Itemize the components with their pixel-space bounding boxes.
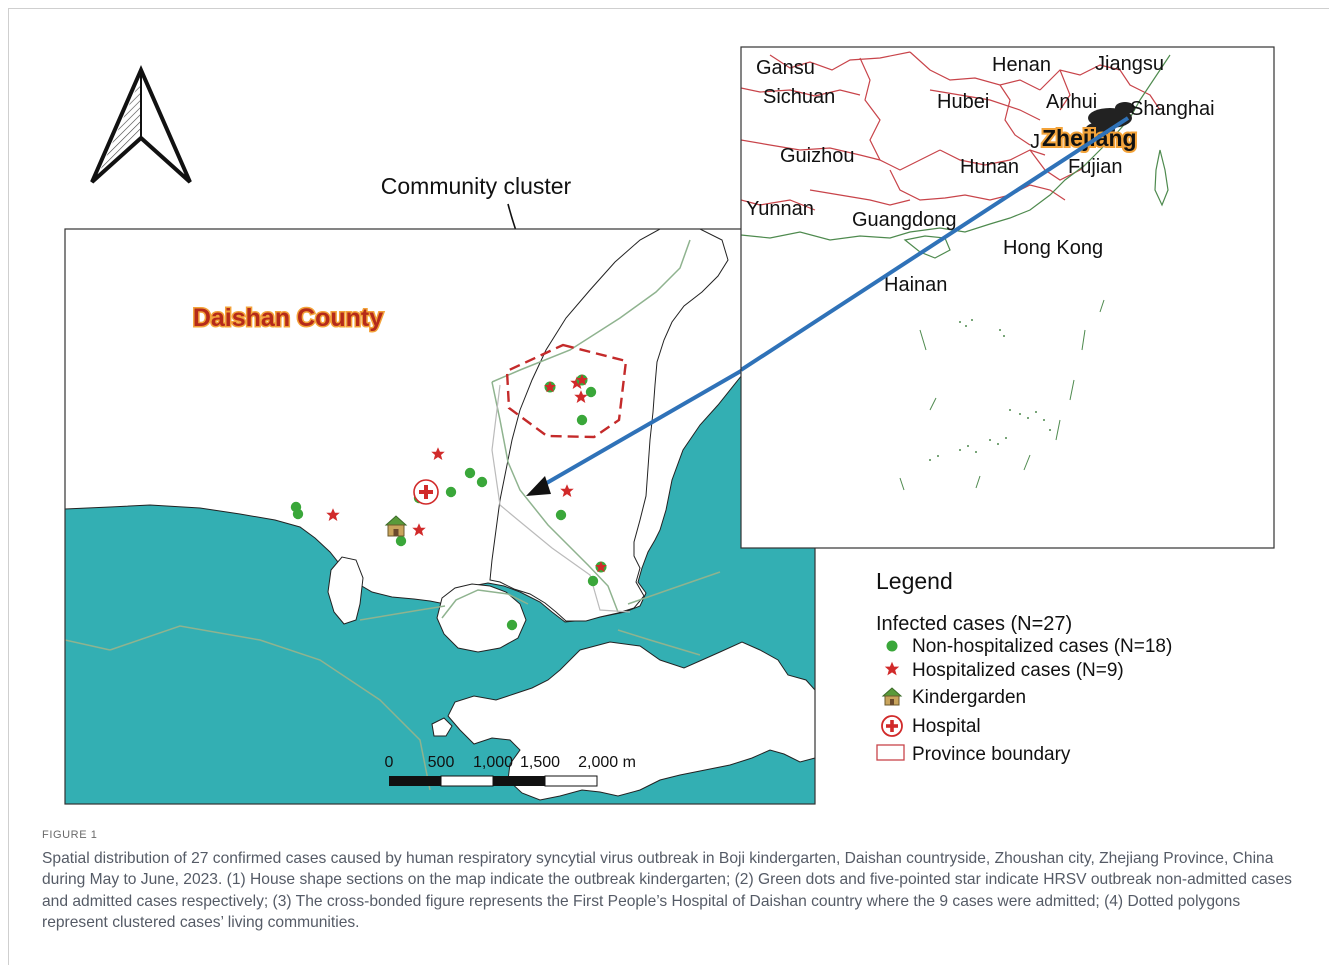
inset-label-guizhou: Guizhou xyxy=(780,145,855,167)
scale-tick-1000: 1,000 xyxy=(473,754,513,771)
legend-item-hospitalized: Hospitalized cases (N=9) xyxy=(912,660,1124,681)
inset-label-shanghai: Shanghai xyxy=(1130,98,1215,120)
inset-label-fujian: Fujian xyxy=(1068,156,1122,178)
legend-dot-icon xyxy=(886,640,898,652)
inset-label-yunnan: Yunnan xyxy=(746,198,814,220)
figure-frame xyxy=(8,8,1329,965)
non-hospitalized-case-dot xyxy=(476,476,488,488)
non-hospitalized-case-dot xyxy=(555,509,567,521)
cluster-label: Community cluster xyxy=(381,173,572,199)
legend-item-non-hospitalized: Non-hospitalized cases (N=18) xyxy=(912,636,1172,657)
legend-subtitle: Infected cases (N=27) xyxy=(876,613,1072,635)
scale-tick-500: 500 xyxy=(428,754,455,771)
inset-label-jiangsu: Jiangsu xyxy=(1095,53,1164,75)
legend-hospital-icon xyxy=(881,715,903,737)
case-markers xyxy=(290,374,607,631)
legend-item-province-boundary: Province boundary xyxy=(912,744,1071,765)
non-hospitalized-case-dot xyxy=(587,575,599,587)
inset-label-j: J xyxy=(1030,131,1040,153)
scale-tick-0: 0 xyxy=(385,754,394,771)
main-map xyxy=(65,229,815,804)
south-island xyxy=(436,583,527,653)
non-hospitalized-case-dot xyxy=(464,467,476,479)
non-hospitalized-case-dot xyxy=(395,535,407,547)
hospital-cross-icon xyxy=(413,479,439,505)
legend: Legend Infected cases (N=27) Non-hospita… xyxy=(876,568,1172,765)
zhejiang-label: Zhejiang xyxy=(1042,125,1137,151)
non-hospitalized-case-dot xyxy=(445,486,457,498)
connector-arrowhead xyxy=(526,476,551,496)
legend-star-icon xyxy=(884,661,900,676)
scale-bar: 0 500 1,000 1,500 2,000 m xyxy=(385,754,636,787)
legend-title: Legend xyxy=(876,568,953,594)
inset-label-hubei: Hubei xyxy=(937,91,989,113)
kindergarten-house-icon xyxy=(384,515,408,537)
inset-label-hunan: Hunan xyxy=(960,156,1019,178)
non-hospitalized-case-dot xyxy=(585,386,597,398)
figure-label: FIGURE 1 xyxy=(42,829,98,841)
scale-tick-2000: 2,000 m xyxy=(578,754,636,771)
north-arrow-icon xyxy=(90,65,192,184)
inset-label-hainan: Hainan xyxy=(884,274,947,296)
legend-box-icon xyxy=(876,744,905,761)
inset-label-hong-kong: Hong Kong xyxy=(1003,237,1103,259)
inset-label-anhui: Anhui xyxy=(1046,91,1097,113)
inset-label-sichuan: Sichuan xyxy=(763,86,835,108)
inset-label-gansu: Gansu xyxy=(756,57,815,79)
legend-item-hospital: Hospital xyxy=(912,716,981,737)
inset-label-guangdong: Guangdong xyxy=(852,209,957,231)
scale-tick-1500: 1,500 xyxy=(520,754,560,771)
county-label: Daishan County xyxy=(193,304,383,332)
legend-kindergarten-icon xyxy=(881,687,903,706)
south-east-island xyxy=(447,641,815,801)
community-cluster-polygon xyxy=(505,343,628,439)
non-hospitalized-case-dot xyxy=(292,508,304,520)
non-hospitalized-case-dot xyxy=(576,414,588,426)
non-hospitalized-case-dot xyxy=(506,619,518,631)
figure-caption: Spatial distribution of 27 confirmed cas… xyxy=(42,850,1292,932)
legend-item-kindergarden: Kindergarden xyxy=(912,687,1026,708)
inset-map-border xyxy=(740,46,1275,549)
inset-label-henan: Henan xyxy=(992,54,1051,76)
